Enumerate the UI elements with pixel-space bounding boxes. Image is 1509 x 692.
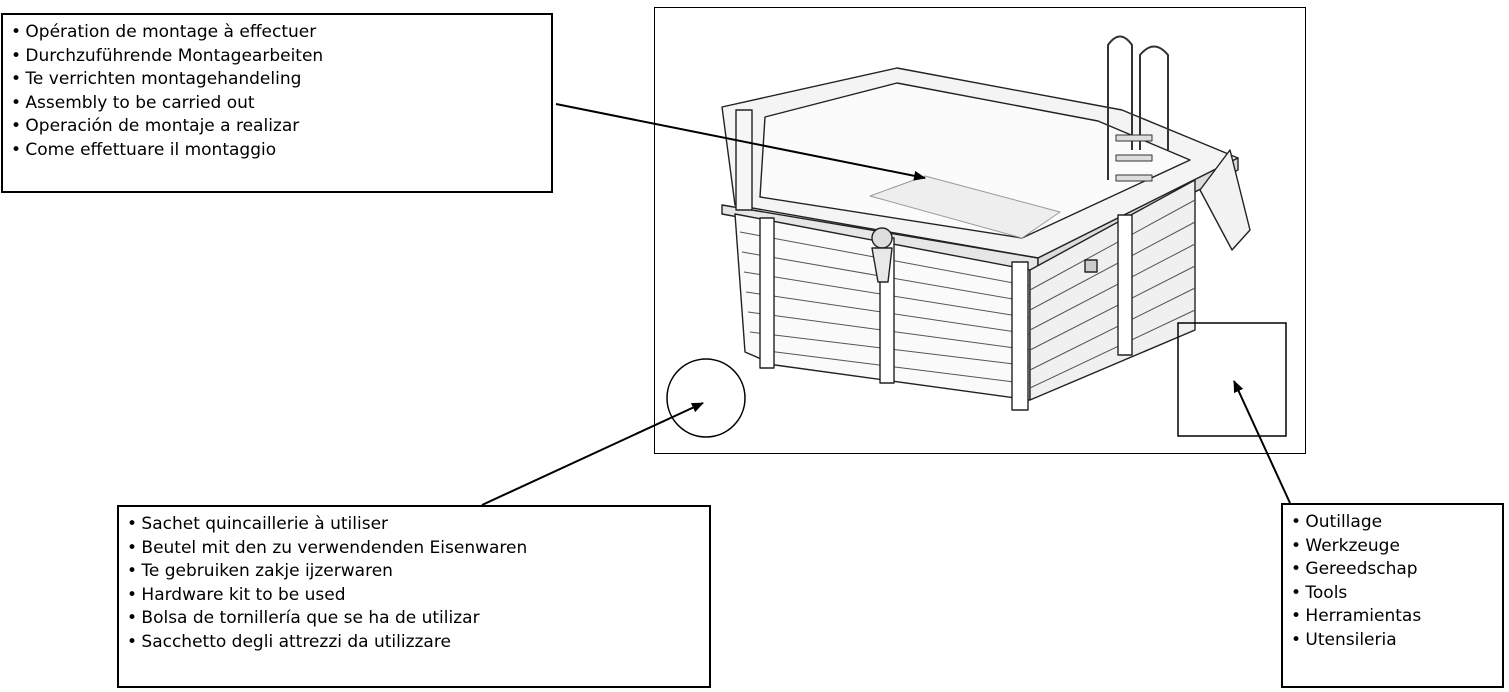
assembly-arrow (555, 103, 926, 181)
assembly-list: • Opération de montage à effectuer • Dur… (11, 21, 543, 162)
hardware-label-en: Hardware kit to be used (141, 584, 346, 605)
hardware-label-de: Beutel mit den zu verwendenden Eisenware… (141, 537, 528, 558)
hardware-arrow (481, 402, 704, 506)
hardware-list: • Sachet quincaillerie à utiliser • Beut… (127, 513, 701, 654)
list-item: • Werkzeuge (1291, 535, 1400, 556)
assembly-callout: • Opération de montage à effectuer • Dur… (1, 13, 553, 193)
tools-label-nl: Gereedschap (1305, 559, 1418, 579)
tools-arrow (1233, 380, 1291, 504)
list-item: • Gereedschap (1291, 559, 1418, 579)
list-item: • Utensileria (1291, 629, 1397, 650)
assembly-label-fr: Opération de montage à effectuer (25, 22, 317, 42)
tools-label-es: Herramientas (1305, 606, 1422, 626)
pool-illustration (721, 35, 1251, 411)
tools-label-en: Tools (1305, 582, 1348, 603)
list-item: • Hardware kit to be used (127, 584, 346, 605)
list-item: • Bolsa de tornillería que se ha de util… (127, 608, 480, 628)
tools-callout: • Outillage • Werkzeuge • Gereedschap • … (1281, 503, 1504, 688)
list-item: • Outillage (1291, 512, 1383, 532)
hardware-label-nl: Te gebruiken zakje ijzerwaren (141, 561, 393, 581)
tools-list: • Outillage • Werkzeuge • Gereedschap • … (1291, 511, 1494, 652)
hardware-callout: • Sachet quincaillerie à utiliser • Beut… (117, 505, 711, 688)
hardware-label-it: Sacchetto degli attrezzi da utilizzare (141, 631, 451, 652)
assembly-label-es: Operación de montaje a realizar (25, 116, 300, 136)
assembly-label-en: Assembly to be carried out (25, 92, 255, 113)
tools-marker-square (1177, 322, 1287, 437)
list-item: • Herramientas (1291, 606, 1422, 626)
list-item: • Assembly to be carried out (11, 92, 255, 113)
illustration-frame (654, 7, 1306, 454)
list-item: • Come effettuare il montaggio (11, 139, 277, 160)
list-item: • Te gebruiken zakje ijzerwaren (127, 561, 393, 581)
list-item: • Durchzuführende Montagearbeiten (11, 45, 324, 66)
assembly-label-it: Come effettuare il montaggio (25, 139, 277, 160)
hardware-marker-circle (666, 358, 746, 438)
list-item: • Sacchetto degli attrezzi da utilizzare (127, 631, 451, 652)
tools-label-it: Utensileria (1305, 629, 1397, 650)
hardware-label-fr: Sachet quincaillerie à utiliser (141, 514, 389, 534)
assembly-label-de: Durchzuführende Montagearbeiten (25, 45, 324, 66)
list-item: • Te verrichten montagehandeling (11, 69, 302, 89)
assembly-label-nl: Te verrichten montagehandeling (25, 69, 302, 89)
list-item: • Operación de montaje a realizar (11, 116, 300, 136)
tools-label-de: Werkzeuge (1305, 535, 1400, 556)
hardware-label-es: Bolsa de tornillería que se ha de utiliz… (141, 608, 480, 628)
tools-label-fr: Outillage (1305, 512, 1383, 532)
list-item: • Sachet quincaillerie à utiliser (127, 514, 389, 534)
list-item: • Beutel mit den zu verwendenden Eisenwa… (127, 537, 528, 558)
list-item: • Opération de montage à effectuer (11, 22, 317, 42)
list-item: • Tools (1291, 582, 1348, 603)
